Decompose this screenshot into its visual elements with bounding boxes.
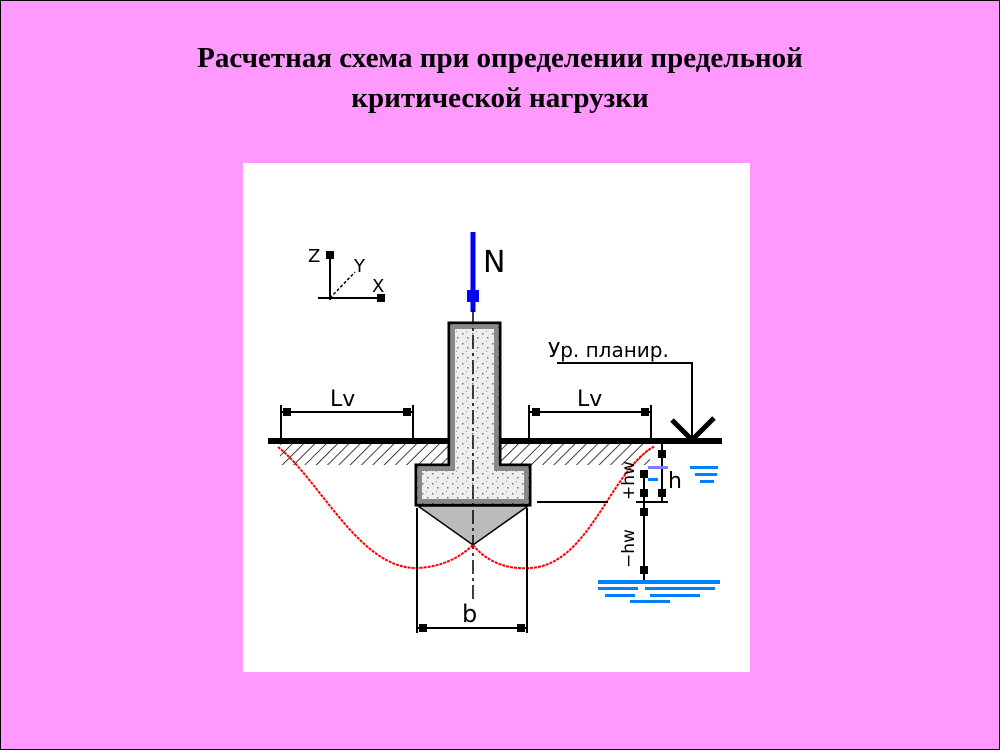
depth-dimensions xyxy=(636,444,668,580)
hw-minus-label: −hw xyxy=(619,529,639,568)
coordinate-axes xyxy=(318,251,385,302)
ground-line-right xyxy=(500,438,722,444)
axis-x-label: X xyxy=(372,276,384,297)
width-dimension xyxy=(416,508,528,633)
lv-right-label: Lv xyxy=(577,387,602,412)
lv-dimensions xyxy=(280,405,652,440)
water-level-upper xyxy=(648,466,718,483)
slide-title: Расчетная схема при определении предельн… xyxy=(0,38,1000,118)
h-label: h xyxy=(668,469,682,494)
title-line-1: Расчетная схема при определении предельн… xyxy=(197,42,803,74)
width-label: b xyxy=(462,600,477,628)
lv-left-label: Lv xyxy=(330,387,355,412)
axis-y-label: Y xyxy=(353,256,366,277)
grade-marker xyxy=(557,362,716,444)
hw-plus-label: +hw xyxy=(619,461,639,500)
title-line-2: критической нагрузки xyxy=(351,82,649,114)
axis-z-label: Z xyxy=(308,246,320,267)
ground-line-left xyxy=(268,438,448,444)
load-arrow xyxy=(467,232,479,312)
load-label: N xyxy=(483,245,505,280)
grade-label: Ур. планир. xyxy=(548,338,669,362)
slip-curve-right xyxy=(472,445,656,570)
water-level-lower xyxy=(598,580,720,603)
slip-curve-left xyxy=(277,446,474,570)
